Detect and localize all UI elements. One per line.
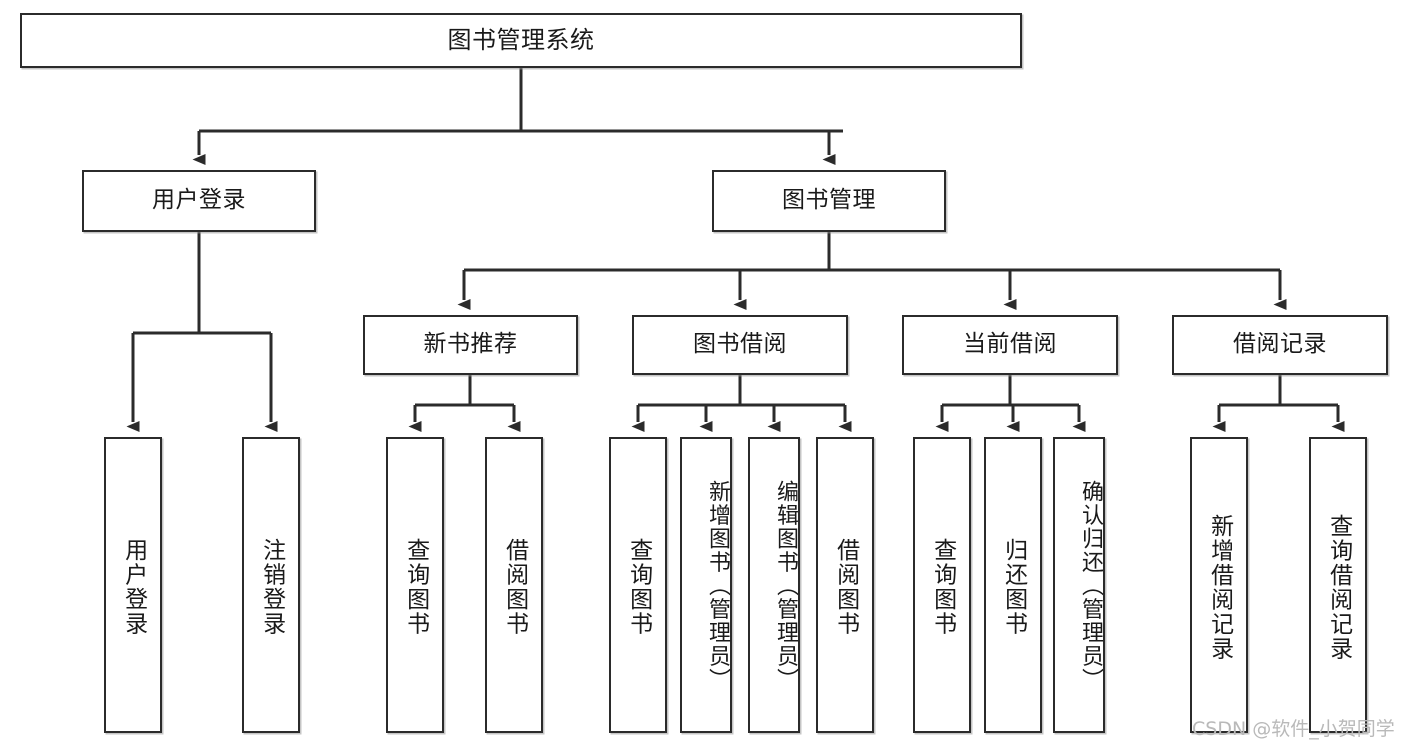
leaf-query-book-borrow[interactable]: 查询图书 xyxy=(609,437,667,733)
leaf-edit-book-admin[interactable]: 编辑图书（管理员） xyxy=(748,437,800,733)
leaf-query-book-current[interactable]: 查询图书 xyxy=(913,437,971,733)
node-book-management[interactable]: 图书管理 xyxy=(712,170,946,232)
node-new-book-recommend[interactable]: 新书推荐 xyxy=(363,315,578,375)
node-book-borrow[interactable]: 图书借阅 xyxy=(632,315,848,375)
node-user-login[interactable]: 用户登录 xyxy=(82,170,316,232)
leaf-confirm-return-admin[interactable]: 确认归还（管理员） xyxy=(1053,437,1105,733)
leaf-query-book-recommend[interactable]: 查询图书 xyxy=(386,437,444,733)
leaf-add-book-admin[interactable]: 新增图书（管理员） xyxy=(680,437,732,733)
node-root[interactable]: 图书管理系统 xyxy=(20,13,1022,68)
leaf-return-book[interactable]: 归还图书 xyxy=(984,437,1042,733)
leaf-add-borrow-record[interactable]: 新增借阅记录 xyxy=(1190,437,1248,733)
leaf-user-login[interactable]: 用户登录 xyxy=(104,437,162,733)
node-borrow-record[interactable]: 借阅记录 xyxy=(1172,315,1388,375)
leaf-query-borrow-record[interactable]: 查询借阅记录 xyxy=(1309,437,1367,733)
node-current-borrow[interactable]: 当前借阅 xyxy=(902,315,1118,375)
watermark: CSDN @软件_小贺同学 xyxy=(1192,718,1395,740)
leaf-user-logout[interactable]: 注销登录 xyxy=(242,437,300,733)
leaf-borrow-book[interactable]: 借阅图书 xyxy=(816,437,874,733)
leaf-borrow-book-recommend[interactable]: 借阅图书 xyxy=(485,437,543,733)
